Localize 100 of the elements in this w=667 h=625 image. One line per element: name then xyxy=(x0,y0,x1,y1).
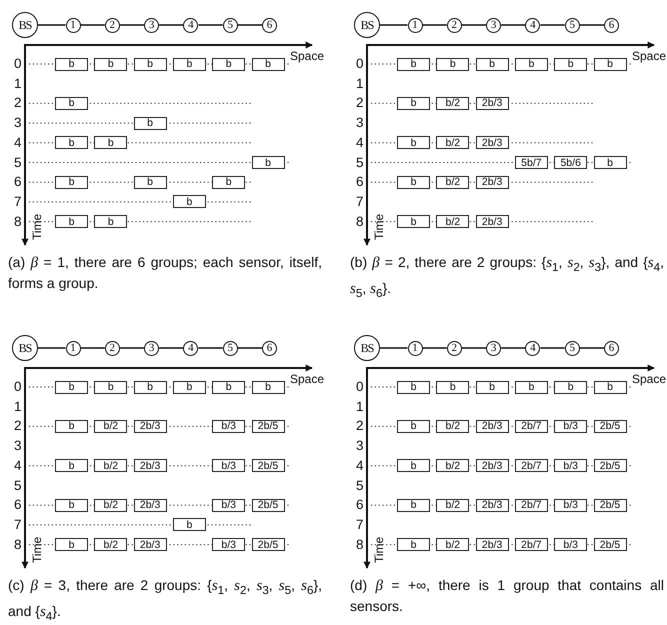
data-slot: b xyxy=(55,136,88,150)
data-slot: b/2 xyxy=(436,96,470,110)
sensor-node: 2 xyxy=(104,340,120,356)
row-number: 5 xyxy=(14,478,22,492)
data-slot: 5b/7 xyxy=(514,156,548,169)
sensor-node: 5 xyxy=(564,340,580,356)
row-number: 8 xyxy=(14,214,22,229)
data-slot: b xyxy=(397,380,430,394)
data-slot: b xyxy=(397,176,430,189)
data-slot: b/2 xyxy=(436,538,470,552)
data-slot: b xyxy=(252,58,284,70)
caption: (c) β = 3, there are 2 groups: {s$_{1}$, s$_{2}$, s$_{3}$, s$_{5}$, s$_{6}$}, and {s$_{4}$}. xyxy=(8,576,322,625)
data-slot: 2b/5 xyxy=(252,498,284,512)
row-number: 1 xyxy=(14,398,22,414)
data-slot: b xyxy=(134,58,167,70)
row-number: 1 xyxy=(356,76,364,91)
link-line xyxy=(38,347,66,349)
data-slot: b xyxy=(134,116,167,130)
axis-label: Time xyxy=(372,214,386,240)
row-number: 6 xyxy=(356,497,364,512)
link-line xyxy=(462,24,486,26)
data-slot: b/2 xyxy=(94,538,128,552)
data-slot: b xyxy=(134,176,167,189)
data-slot: b xyxy=(55,215,88,228)
link-line xyxy=(159,347,184,349)
data-slot: 2b/5 xyxy=(594,498,626,512)
data-slot: b xyxy=(55,420,88,433)
axis-label: Time xyxy=(30,214,44,240)
axis-label: Space xyxy=(632,49,666,63)
link-line xyxy=(198,24,223,26)
data-slot: b xyxy=(554,380,588,394)
data-slot: 5b/6 xyxy=(554,156,588,169)
sensor-node: 2 xyxy=(446,18,462,32)
row-number: 1 xyxy=(356,398,364,414)
row-number: 8 xyxy=(356,214,364,229)
sensor-node: 1 xyxy=(66,18,80,32)
data-slot: 2b/5 xyxy=(594,459,626,472)
data-slot: 2b/3 xyxy=(134,420,167,433)
data-slot: b xyxy=(55,380,88,394)
data-slot: b/2 xyxy=(94,498,128,512)
base-station-node: BS xyxy=(12,12,38,38)
row-number: 4 xyxy=(356,134,364,150)
data-slot: b xyxy=(172,58,206,70)
data-slot: b/3 xyxy=(212,538,246,552)
data-slot: b xyxy=(94,136,128,150)
axis-label: Time xyxy=(372,536,386,563)
data-slot: 2b/5 xyxy=(594,538,626,552)
row-number: 3 xyxy=(14,115,22,130)
data-slot: b xyxy=(55,96,88,110)
row-number: 0 xyxy=(14,379,22,394)
data-slot: b xyxy=(476,58,509,70)
sensor-node: 5 xyxy=(222,18,238,32)
axis-label: Space xyxy=(290,372,324,386)
data-slot: b xyxy=(94,58,128,70)
data-slot: b xyxy=(514,58,548,70)
sensor-node: 6 xyxy=(262,340,277,356)
link-line xyxy=(580,347,604,349)
row-number: 4 xyxy=(14,134,22,150)
data-slot: b xyxy=(212,176,246,189)
caption: (a) β = 1, there are 6 groups; each sensor, itself, forms a group. xyxy=(8,253,322,293)
data-slot: b xyxy=(172,195,206,208)
data-slot: 2b/3 xyxy=(476,215,509,228)
sensor-node: 4 xyxy=(183,18,198,32)
data-slot: b/2 xyxy=(436,215,470,228)
data-slot: b xyxy=(55,176,88,189)
data-slot: b/2 xyxy=(94,420,128,433)
sensor-node: 3 xyxy=(144,340,160,356)
data-slot: b xyxy=(55,498,88,512)
data-slot: b/2 xyxy=(436,176,470,189)
row-number: 4 xyxy=(14,458,22,473)
data-slot: b xyxy=(594,156,626,169)
link-line xyxy=(120,347,144,349)
caption: (d) β = +∞, there is 1 group that contains all sensors. xyxy=(350,576,664,616)
axis-label: Space xyxy=(632,372,666,386)
sensor-node: 4 xyxy=(525,18,540,32)
data-slot: b/2 xyxy=(94,459,128,472)
row-number: 7 xyxy=(356,516,364,532)
row-number: 6 xyxy=(14,497,22,512)
data-slot: 2b/5 xyxy=(252,459,284,472)
sensor-node: 6 xyxy=(604,18,619,32)
link-line xyxy=(580,24,604,26)
row-number: 5 xyxy=(356,478,364,492)
data-slot: b xyxy=(94,380,128,394)
row-number: 6 xyxy=(356,174,364,190)
data-slot: b/3 xyxy=(212,420,246,433)
data-slot: b xyxy=(172,518,206,532)
data-slot: b xyxy=(134,380,167,394)
data-slot: b xyxy=(252,380,284,394)
data-slot: b xyxy=(55,58,88,70)
row-number: 0 xyxy=(356,379,364,394)
data-slot: b xyxy=(252,156,284,169)
data-slot: b xyxy=(476,380,509,394)
link-line xyxy=(120,24,144,26)
base-station-node: BS xyxy=(12,335,38,361)
axis-label: Time xyxy=(30,536,44,563)
data-slot: b xyxy=(594,58,626,70)
link-line xyxy=(380,24,408,26)
data-slot: 2b/3 xyxy=(476,538,509,552)
row-number: 3 xyxy=(356,115,364,130)
data-slot: 2b/7 xyxy=(514,498,548,512)
